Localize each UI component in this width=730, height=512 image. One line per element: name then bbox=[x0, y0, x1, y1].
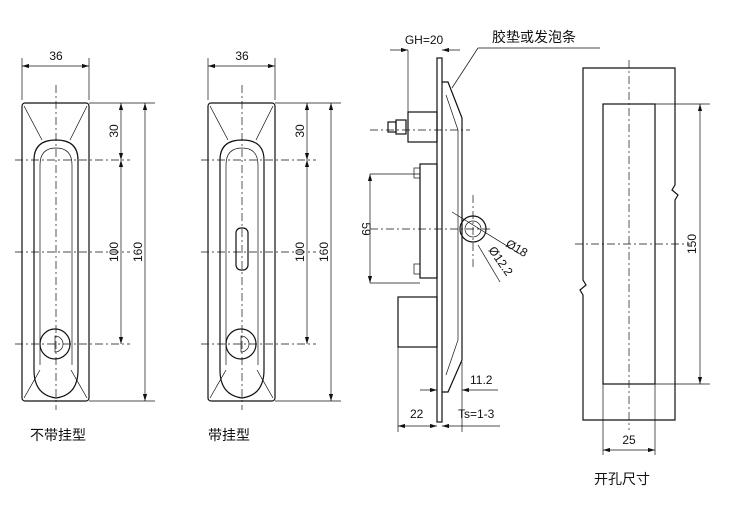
dim-59: 59 bbox=[359, 222, 373, 236]
top-offset-dim: 30 bbox=[107, 124, 121, 138]
gh-dim: GH=20 bbox=[405, 33, 444, 47]
dim-22: 22 bbox=[410, 407, 424, 421]
cutout-height-dim: 150 bbox=[685, 234, 699, 254]
top-offset-dim: 30 bbox=[293, 124, 307, 138]
view-label: 带挂型 bbox=[208, 427, 250, 443]
dia-18: Ø18 bbox=[504, 236, 531, 260]
ts-dim: Ts=1-3 bbox=[458, 407, 495, 421]
lock-cylinder bbox=[39, 328, 71, 360]
side-view: 59 GH=20 胶垫或发泡条 Ø18 Ø12.2 11.2 22 Ts=1-3 bbox=[359, 29, 600, 432]
dim-11-2: 11.2 bbox=[470, 373, 493, 387]
cutout-view: 150 25 开孔尺寸 bbox=[575, 60, 710, 487]
width-dim: 36 bbox=[235, 49, 249, 63]
view-with-hanger: 36 30 100 160 带挂型 bbox=[201, 49, 341, 443]
center-distance-dim: 100 bbox=[107, 242, 121, 262]
lock-cylinder bbox=[225, 328, 257, 360]
height-dim: 160 bbox=[131, 242, 145, 262]
cutout-width-dim: 25 bbox=[622, 433, 636, 447]
width-dim: 36 bbox=[49, 49, 63, 63]
height-dim: 160 bbox=[317, 242, 331, 262]
cutout-label: 开孔尺寸 bbox=[594, 471, 650, 487]
center-distance-dim: 100 bbox=[293, 242, 307, 262]
hanger-slot bbox=[235, 227, 249, 271]
view-label: 不带挂型 bbox=[30, 427, 86, 443]
view-without-hanger: 36 30 100 160 不带挂型 bbox=[15, 49, 155, 443]
gasket-note: 胶垫或发泡条 bbox=[492, 29, 576, 45]
